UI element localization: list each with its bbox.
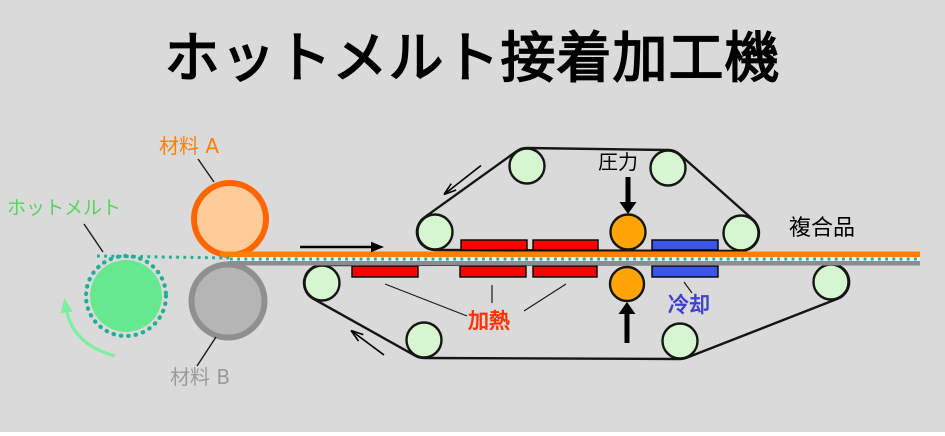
bottom-belt-direction-arrow xyxy=(350,329,385,356)
pointer-cooling xyxy=(683,281,693,294)
heater-bottom-3 xyxy=(532,265,598,278)
hotmelt-roller xyxy=(90,260,162,332)
label-pressure: 圧力 xyxy=(598,150,638,174)
label-heating: 加熱 xyxy=(468,309,510,333)
label-material-a: 材料 A xyxy=(159,134,220,158)
heater-bottom-1 xyxy=(351,265,419,278)
pointer-material-b xyxy=(196,336,217,367)
cooler-bottom xyxy=(651,265,719,278)
slide-bottom-edge xyxy=(0,432,945,436)
label-cooling: 冷却 xyxy=(668,293,710,317)
pressure-roller-top xyxy=(609,213,647,251)
heater-top-1 xyxy=(460,239,528,251)
pointer-heating-1 xyxy=(384,283,468,317)
feed-direction-arrow xyxy=(300,241,384,253)
label-composite-product: 複合品 xyxy=(789,216,856,241)
adhesive-dots-feed xyxy=(96,254,233,260)
cooler-top xyxy=(651,239,719,251)
belt-roller-bottom-left-upper xyxy=(303,264,341,302)
heater-top-2 xyxy=(532,239,599,251)
pressure-arrow-up xyxy=(618,302,636,343)
pointer-hotmelt xyxy=(83,223,104,253)
top-belt-direction-arrow xyxy=(443,164,482,196)
belt-roller-bottom-right-lower xyxy=(661,322,699,360)
web-gray-layer xyxy=(228,261,920,266)
label-hotmelt: ホットメルト xyxy=(7,197,122,219)
belt-roller-top-right-lower xyxy=(722,214,760,252)
pointer-heating-3 xyxy=(523,283,567,312)
belt-roller-top-left-upper xyxy=(508,147,546,185)
belt-roller-top-right-upper xyxy=(649,149,687,187)
label-material-b: 材料 B xyxy=(170,365,231,389)
belt-roller-bottom-left-lower xyxy=(405,321,443,359)
top-belt-loop xyxy=(415,146,761,253)
web-orange-layer xyxy=(220,251,920,257)
belt-roller-bottom-right-upper xyxy=(812,263,850,301)
bottom-belt-loop xyxy=(302,262,851,361)
web-adhesive-band xyxy=(228,257,920,261)
page-title: ホットメルト接着加工機 xyxy=(164,26,781,90)
material-b-roller xyxy=(188,261,268,341)
heater-bottom-2 xyxy=(459,265,527,278)
belt-roller-top-left-lower xyxy=(416,213,454,251)
pressure-roller-bottom xyxy=(608,265,646,303)
rotation-arrow xyxy=(60,298,116,358)
pointer-material-a xyxy=(197,158,215,183)
material-a-roller xyxy=(191,180,269,258)
pressure-arrow-down xyxy=(619,177,637,214)
